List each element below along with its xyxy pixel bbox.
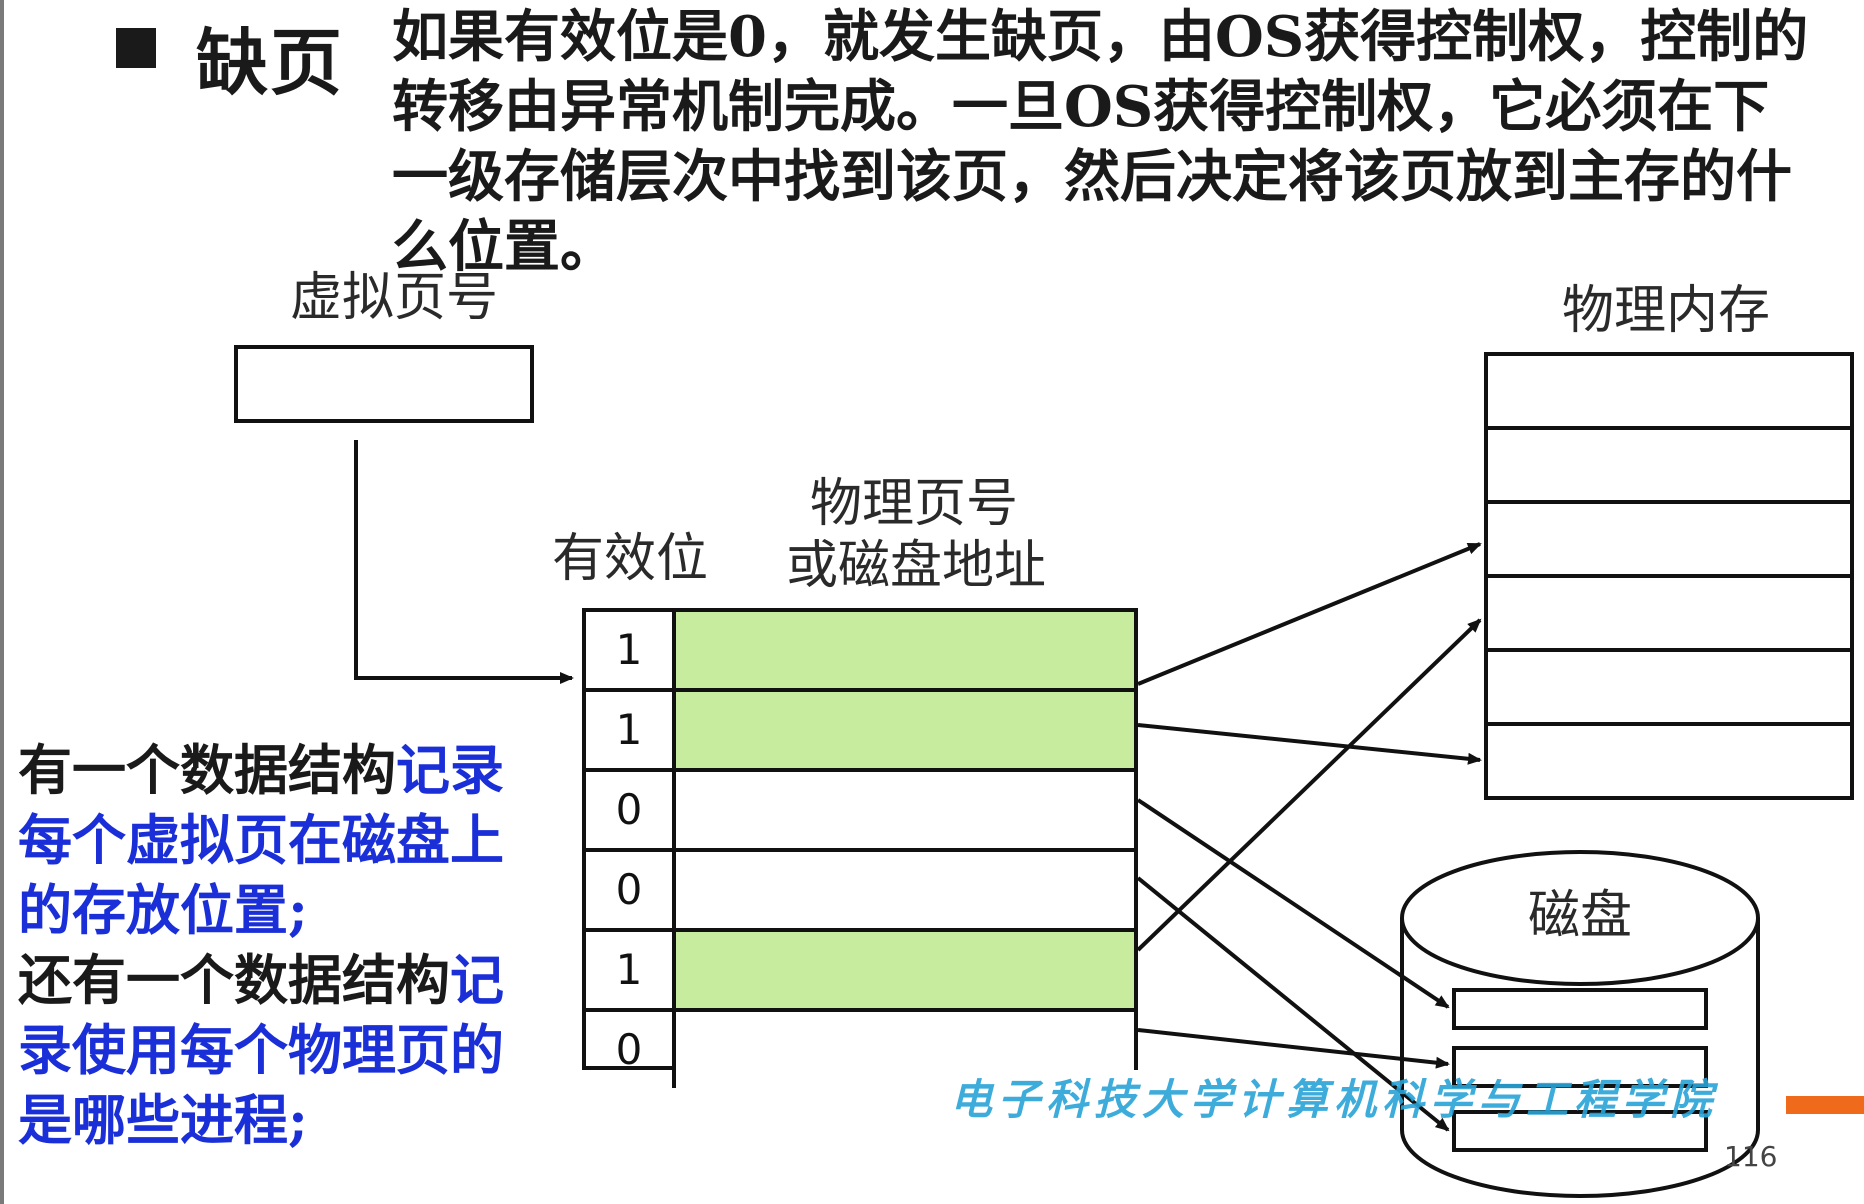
address-cell <box>676 932 1134 1008</box>
row-divider <box>586 1008 1134 1012</box>
disk-page-slot <box>1452 1046 1708 1088</box>
side-note-line: 的存放位置; <box>18 875 504 945</box>
address-cell <box>676 852 1134 928</box>
address-cell <box>676 612 1134 688</box>
side-note-segment: 录使用每个物理页的 <box>18 1018 504 1082</box>
row6-to-disk-arrow <box>1137 1028 1450 1069</box>
physical-memory-label: 物理内存 <box>1562 281 1771 341</box>
memory-frame-divider <box>1488 722 1850 726</box>
row-divider <box>586 688 1134 692</box>
row4-to-disk-arrow <box>1136 876 1450 1132</box>
memory-frame-divider <box>1488 500 1850 504</box>
side-note-line: 是哪些进程; <box>18 1085 504 1155</box>
page-table-row: 0 <box>586 852 1134 928</box>
side-note-segment: 记 <box>450 948 504 1012</box>
ppn-label-line1: 物理页号 <box>810 474 1019 534</box>
valid-bit-cell: 1 <box>586 612 676 688</box>
memory-frame-divider <box>1488 574 1850 578</box>
page-number: 116 <box>1724 1140 1778 1173</box>
row-divider <box>586 848 1134 852</box>
memory-frame-divider <box>1488 648 1850 652</box>
paragraph-line: 转移由异常机制完成。一旦OS获得控制权，它必须在下 <box>392 74 1770 140</box>
intro-paragraph: 如果有效位是0，就发生缺页，由OS获得控制权，控制的转移由异常机制完成。一旦OS… <box>392 2 1842 282</box>
side-note-segment: 有一个数据结构 <box>18 738 396 802</box>
paragraph-line: 如果有效位是0，就发生缺页，由OS获得控制权，控制的 <box>392 4 1809 70</box>
valid-bit-cell: 1 <box>586 932 676 1008</box>
row5-to-memory-arrow <box>1136 618 1482 952</box>
side-note-segment: 每个虚拟页在磁盘上 <box>18 808 504 872</box>
row-divider <box>586 768 1134 772</box>
page-table-row: 0 <box>586 1012 1134 1088</box>
accent-bar <box>1786 1096 1864 1114</box>
page-table-row: 1 <box>586 932 1134 1008</box>
disk-page-slot <box>1452 1110 1708 1152</box>
page-table-row: 1 <box>586 692 1134 768</box>
address-cell <box>676 692 1134 768</box>
row3-to-disk-arrow <box>1136 798 1450 1009</box>
address-cell <box>676 772 1134 848</box>
row1-to-memory-arrow <box>1137 542 1482 686</box>
disk-label: 磁盘 <box>1528 886 1633 946</box>
paragraph-line: 一级存储层次中找到该页，然后决定将该页放到主存的什 <box>392 144 1792 210</box>
page-table-row: 1 <box>586 612 1134 688</box>
ppn-label-line2: 或磁盘地址 <box>786 536 1047 596</box>
memory-frame-divider <box>1488 426 1850 430</box>
page-table-row: 0 <box>586 772 1134 848</box>
valid-bit-cell: 0 <box>586 852 676 928</box>
side-note-segment: 还有一个数据结构 <box>18 948 450 1012</box>
row-divider <box>586 928 1134 932</box>
row2-to-memory-arrow <box>1137 723 1482 765</box>
valid-bit-cell: 1 <box>586 692 676 768</box>
section-title: 缺页 <box>196 20 345 105</box>
virtual-page-number-box <box>234 345 534 423</box>
institution-watermark: 电子科技大学计算机科学与工程学院 <box>950 1075 1719 1124</box>
side-note: 有一个数据结构记录每个虚拟页在磁盘上的存放位置;还有一个数据结构记录使用每个物理… <box>18 735 504 1155</box>
valid-bit-cell: 0 <box>586 772 676 848</box>
side-note-segment: 的存放位置; <box>18 878 308 942</box>
valid-bit-label: 有效位 <box>552 529 709 589</box>
side-note-line: 每个虚拟页在磁盘上 <box>18 805 504 875</box>
valid-bit-cell: 0 <box>586 1012 676 1088</box>
virtual-page-number-label: 虚拟页号 <box>290 268 499 328</box>
disk-page-slot <box>1452 988 1708 1030</box>
square-bullet-icon <box>116 28 156 68</box>
address-cell <box>676 1012 1134 1088</box>
paragraph-line: 么位置。 <box>392 214 616 280</box>
side-note-line: 录使用每个物理页的 <box>18 1015 504 1085</box>
slide-left-border <box>0 0 4 1204</box>
disk-cylinder <box>1400 850 1760 1198</box>
side-note-line: 有一个数据结构记录 <box>18 735 504 805</box>
side-note-line: 还有一个数据结构记 <box>18 945 504 1015</box>
physical-memory-block <box>1484 352 1854 800</box>
side-note-segment: 记录 <box>396 738 504 802</box>
vpn-to-table-arrow <box>354 440 574 684</box>
side-note-segment: 是哪些进程; <box>18 1088 308 1152</box>
